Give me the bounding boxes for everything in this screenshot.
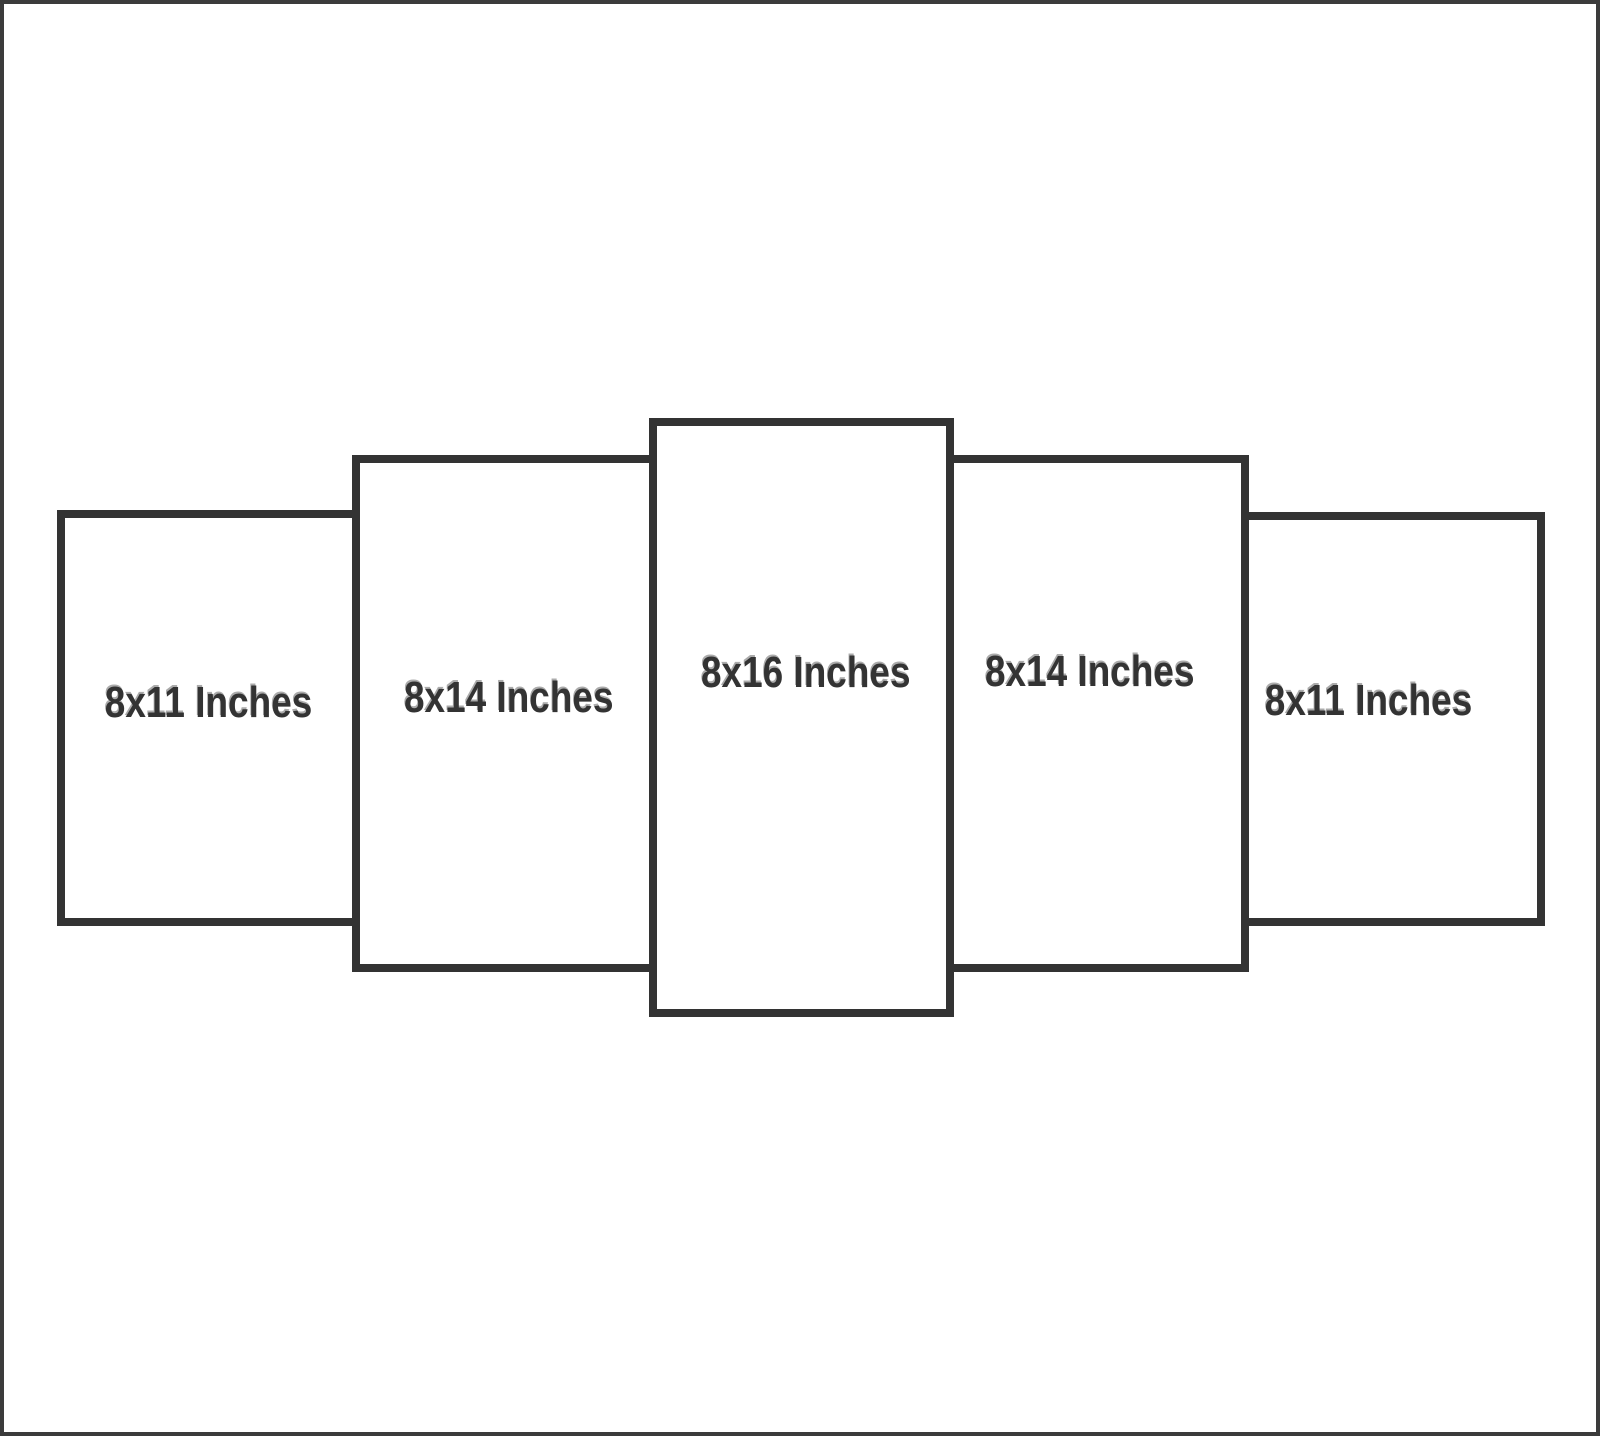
- panel-label-row: 8x11 Inches: [1249, 679, 1537, 723]
- panel-size-label: 8x11 Inches: [104, 678, 313, 727]
- panel-8x14-right: 8x14 Inches: [946, 455, 1249, 972]
- panel-label-row: 8x14 Inches: [360, 676, 649, 720]
- panel-label-row: 8x14 Inches: [954, 650, 1241, 694]
- panel-8x16-center: 8x16 Inches: [649, 418, 954, 1017]
- panel-8x11-right: 8x11 Inches: [1241, 512, 1545, 926]
- panel-size-label: 8x14 Inches: [984, 647, 1195, 696]
- panel-label-row: 8x11 Inches: [65, 681, 352, 725]
- panel-label-row: 8x16 Inches: [657, 651, 946, 695]
- panel-8x14-left: 8x14 Inches: [352, 455, 657, 972]
- panel-8x11-left: 8x11 Inches: [57, 510, 360, 926]
- panel-size-label: 8x11 Inches: [1265, 676, 1473, 725]
- panel-size-label: 8x14 Inches: [403, 673, 614, 722]
- panel-size-label: 8x16 Inches: [700, 648, 911, 697]
